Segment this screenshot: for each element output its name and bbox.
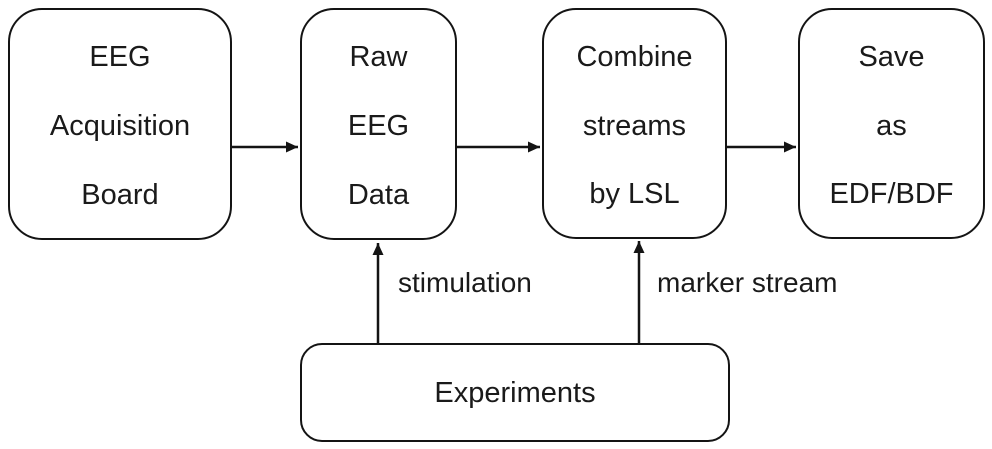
node-combine-streams-by-lsl: Combine streams by LSL	[542, 8, 727, 239]
node-label-line: EEG	[347, 110, 410, 142]
node-label-line: Experiments	[434, 376, 596, 409]
node-label-line: as	[876, 109, 907, 142]
node-label-line: Raw	[349, 41, 408, 73]
node-label-line: Board	[81, 179, 159, 211]
node-save-as-edf-bdf: Save as EDF/BDF	[798, 8, 985, 239]
edge-label-marker-stream: marker stream	[657, 267, 838, 298]
node-label-line: streams	[582, 109, 687, 142]
node-label-line: EEG	[89, 41, 151, 73]
node-eeg-acquisition-board: EEG Acquisition Board	[8, 8, 232, 240]
node-label-line: Acquisition	[49, 110, 191, 142]
edge-label-stimulation: stimulation	[398, 267, 532, 298]
node-label-line: by LSL	[589, 178, 680, 210]
node-label-line: EDF/BDF	[829, 178, 954, 210]
node-raw-eeg-data: Raw EEG Data	[300, 8, 457, 240]
node-label-line: Data	[347, 179, 410, 211]
node-experiments: Experiments	[300, 343, 730, 442]
node-label-line: Combine	[576, 41, 693, 73]
node-label-line: Save	[858, 41, 925, 73]
